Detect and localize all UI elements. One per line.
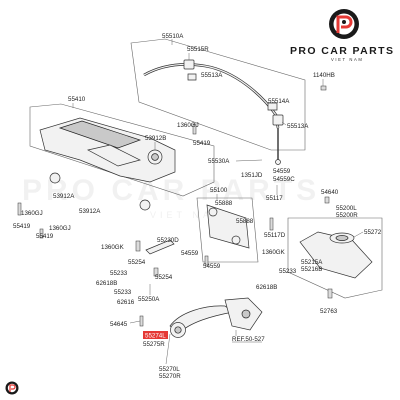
label-55272: 55272 (364, 229, 382, 236)
upper-arm-group-frame (196, 197, 259, 263)
stabilizer-bushing-left (183, 59, 195, 70)
label-54559-b: 54559 (181, 250, 199, 257)
label-54645: 54645 (110, 321, 128, 328)
label-55250a: 55250A (138, 296, 160, 303)
bushing-55888-b (231, 235, 241, 245)
bolt-54645 (139, 315, 144, 327)
label-55513a-right: 55513A (287, 123, 309, 130)
label-55410: 55410 (68, 96, 86, 103)
label-55419-left2: 55419 (36, 233, 54, 240)
label-1360gk-right: 1360GK (262, 249, 286, 256)
crossmember-group-frame (29, 103, 215, 197)
bolt-55117d (269, 217, 274, 231)
bolt-55419-left (17, 202, 22, 216)
bolt-54559-b (204, 255, 209, 266)
bushing-bracket-left (187, 73, 197, 81)
label-55274l: 55274L (145, 333, 166, 340)
label-1140hb: 1140HB (313, 72, 335, 79)
label-54559-top: 54559 (273, 168, 291, 175)
brand-name: PRO CAR PARTS (290, 45, 394, 57)
label-55200l: 55200L (336, 205, 357, 212)
label-55233-b: 55233 (114, 289, 132, 296)
label-55270l: 55270L (159, 366, 180, 373)
watermark-text: PRO CAR PARTS (22, 174, 320, 207)
label-55254-a: 55254 (128, 259, 146, 266)
bolt-55254-a (135, 240, 141, 252)
brand-corner-logo-icon (5, 381, 19, 395)
label-1351jd: 1351JD (241, 172, 263, 179)
watermark: PRO CAR PARTS VIET NAM (22, 174, 320, 220)
label-55419-mid: 55419 (193, 140, 211, 147)
stabilizer-bushing-right (272, 114, 284, 126)
label-55513a-top: 55513A (201, 72, 223, 79)
label-55215a: 55215A (301, 259, 323, 266)
trailing-arm-group (139, 297, 263, 338)
label-55270r: 55270R (159, 373, 181, 380)
label-62618b-right: 62618B (256, 284, 277, 291)
label-55200r: 55200R (336, 212, 358, 219)
label-55419-left: 55419 (13, 223, 31, 230)
stabilizer-bar-group (130, 38, 327, 165)
highlight-box-55274l (143, 331, 168, 339)
label-62618b-left: 62618B (96, 280, 117, 287)
crossmember-group (17, 103, 215, 239)
label-53912b: 53912B (145, 135, 166, 142)
label-55275r: 55275R (143, 341, 165, 348)
bolt-55254-b (153, 267, 159, 277)
bushing-53912a-right (139, 199, 151, 211)
label-54559c: 54559C (273, 176, 295, 183)
label-62616: 62616 (117, 299, 135, 306)
label-55117-top: 55117 (266, 195, 283, 202)
label-54559-c: 54559 (203, 263, 221, 270)
crossmember-rib (87, 144, 141, 167)
bolt-1140hb (320, 85, 327, 91)
nut-54640 (324, 196, 330, 204)
highlight-part-55274l: 55274L (143, 331, 168, 340)
bolt-1360gj-mid (192, 123, 197, 135)
stabilizer-link-end (275, 159, 281, 165)
label-53912a-right: 53912A (79, 208, 101, 215)
bolt-52763 (327, 288, 333, 299)
label-1360gj-left2: 1360GJ (49, 225, 71, 232)
label-55510a: 55510A (162, 33, 184, 40)
bolt-1360gj-left (39, 228, 44, 239)
bushing-bracket-right (267, 102, 278, 111)
pcp-logo-icon (329, 9, 359, 39)
label-55100: 55100 (210, 187, 228, 194)
label-53912a-left: 53912A (53, 193, 75, 200)
brand-tagline: VIET NAM (331, 57, 364, 62)
label-ref-50-527: REF.50-527 (232, 336, 265, 343)
brand-logo: PRO CAR PARTS VIET NAM (290, 9, 394, 62)
label-55233-a: 55233 (110, 270, 128, 277)
label-55514a: 55514A (268, 98, 290, 105)
label-1360gk-left: 1360GK (101, 244, 125, 251)
label-55530a: 55530A (208, 158, 230, 165)
lower-arm-55200 (299, 231, 373, 279)
crossmember-web (58, 120, 142, 149)
label-55515r: 55515R (187, 46, 209, 53)
label-55888-b: 55888 (236, 218, 254, 225)
label-55117d: 55117D (264, 232, 286, 239)
stabilizer-group-frame (130, 38, 306, 151)
upper-arm-group (135, 197, 274, 277)
label-1360gj-left1: 1360GJ (21, 210, 43, 217)
bushing-53912a-left (49, 172, 61, 184)
watermark-tagline: VIET NAM (150, 210, 224, 220)
label-55233-b-right: 55233 (279, 268, 297, 275)
lower-arm-group (287, 196, 383, 299)
link-55230d (145, 239, 175, 255)
label-55888-a: 55888 (215, 200, 233, 207)
bushing-55888-a (208, 207, 218, 217)
label-55216b: 55216B (301, 266, 322, 273)
label-54640: 54640 (321, 189, 339, 196)
label-55254-b: 55254 (155, 274, 173, 281)
label-55230d: 55230D (157, 237, 179, 244)
lower-arm-group-frame (287, 217, 383, 299)
label-52763: 52763 (320, 308, 338, 315)
label-1360gj-mid: 1360GJ (177, 122, 199, 129)
